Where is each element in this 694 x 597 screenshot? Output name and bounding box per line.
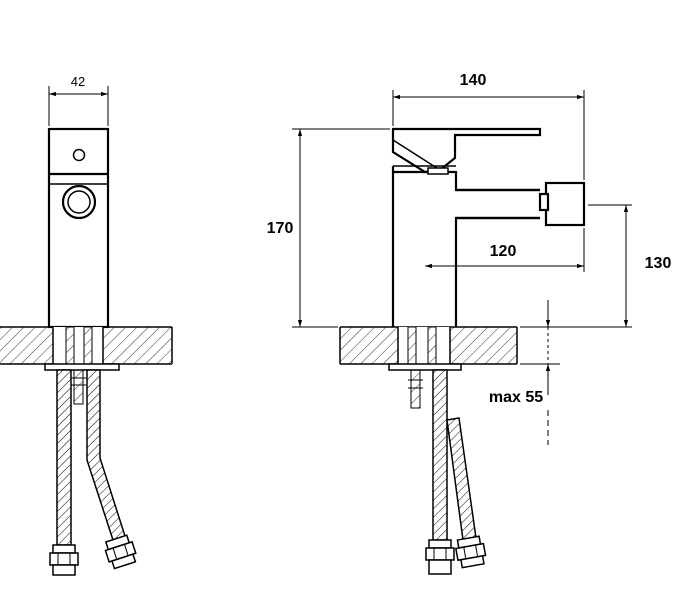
side-faucet-body <box>391 127 586 327</box>
front-faucet-body <box>47 127 110 329</box>
front-flexible-hoses <box>49 369 137 576</box>
front-width-dimension: 42 <box>48 74 109 126</box>
spout-outlet <box>544 181 586 227</box>
front-indicator-icon <box>72 148 86 162</box>
front-fixing-studs <box>44 326 120 405</box>
side-width-label: 140 <box>460 72 487 89</box>
front-view: 42 <box>0 74 173 576</box>
side-view: 140 170 120 130 max 5 <box>267 72 672 575</box>
front-aerator-outer-icon <box>61 184 97 220</box>
spout-reach-label: 120 <box>490 243 517 260</box>
lever-handle <box>391 127 542 174</box>
front-aerator-inner-icon <box>67 190 91 214</box>
side-width-dimension: 140 <box>392 72 585 180</box>
spout-height-label: 130 <box>645 255 672 272</box>
front-width-label: 42 <box>71 74 85 89</box>
deck-thickness-dimension: max 55 <box>489 300 560 445</box>
spout-height-dimension: 130 <box>520 204 672 328</box>
side-fixing-studs <box>388 326 462 409</box>
total-height-label: 170 <box>267 220 294 237</box>
spout-reach-dimension: 120 <box>425 228 585 272</box>
deck-thickness-label: max 55 <box>489 389 543 406</box>
side-flexible-hoses <box>425 369 487 575</box>
total-height-dimension: 170 <box>267 128 390 328</box>
